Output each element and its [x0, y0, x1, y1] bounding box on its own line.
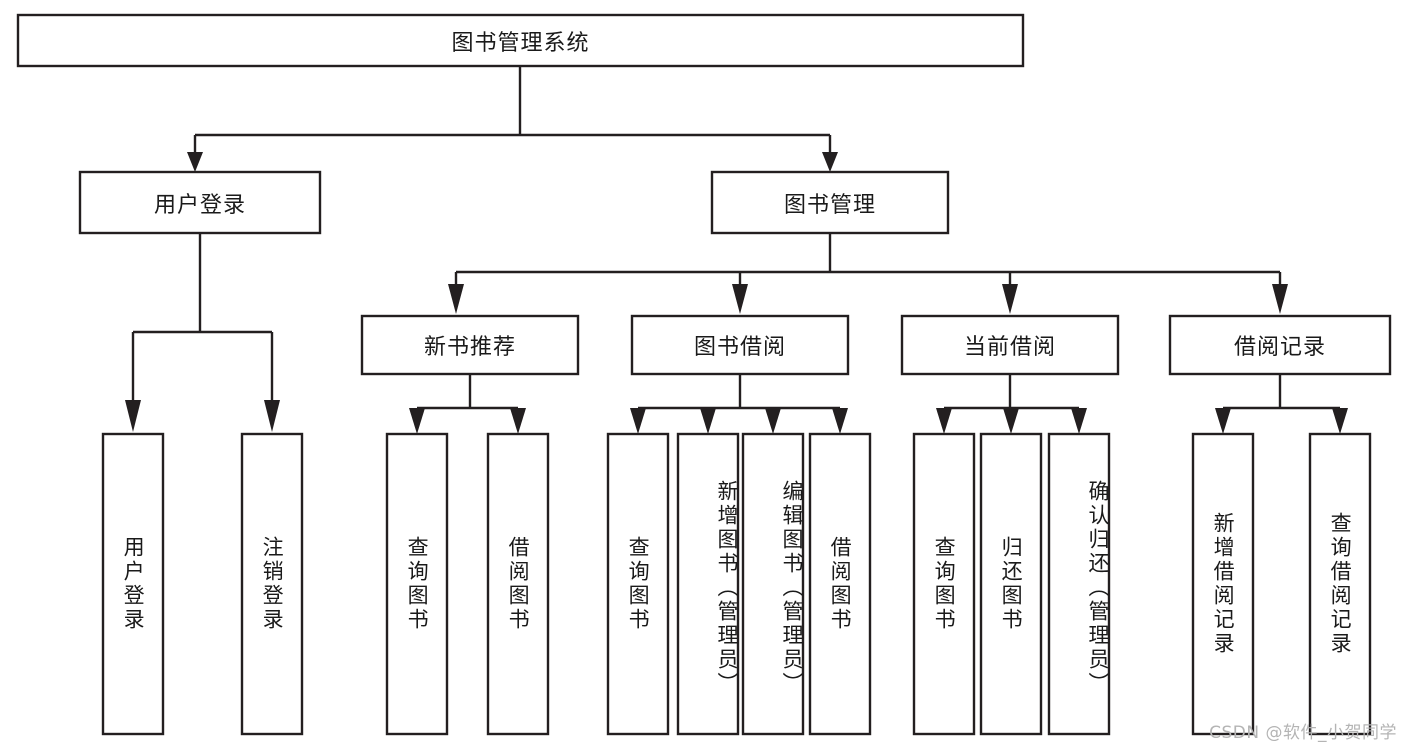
- arrowhead-leaf-query-book-3: [936, 408, 952, 434]
- node-borrow-record-box[interactable]: [1168, 314, 1392, 376]
- leaf-add-book-box[interactable]: [676, 432, 740, 736]
- arrowhead-leaf-query-record: [1332, 408, 1348, 434]
- node-book-borrow-box[interactable]: [630, 314, 850, 376]
- leaf-return-book-box[interactable]: [979, 432, 1043, 736]
- arrowhead-leaf-add-record: [1215, 408, 1231, 434]
- node-user-login-box[interactable]: [78, 170, 322, 235]
- arrowhead-leaf-borrow-book-2: [832, 408, 848, 434]
- node-new-book-recommend-box[interactable]: [360, 314, 580, 376]
- node-book-manage-box[interactable]: [710, 170, 950, 235]
- leaf-query-book-1-box[interactable]: [385, 432, 449, 736]
- arrowhead-book-manage: [822, 152, 838, 172]
- arrowhead-new-book-recommend: [448, 284, 464, 314]
- leaf-query-book-2-box[interactable]: [606, 432, 670, 736]
- node-boxes: [16, 13, 1392, 736]
- arrowhead-leaf-query-book-1: [409, 408, 425, 434]
- csdn-watermark: CSDN @软件_小贺同学: [1209, 723, 1397, 743]
- leaf-borrow-book-2-box[interactable]: [808, 432, 872, 736]
- arrowhead-leaf-query-book-2: [630, 408, 646, 434]
- arrowhead-leaf-edit-book: [765, 408, 781, 434]
- leaf-user-login-box[interactable]: [101, 432, 165, 736]
- node-root-box[interactable]: [16, 13, 1025, 68]
- arrowhead-borrow-record: [1272, 284, 1288, 314]
- arrowhead-leaf-logout-login: [264, 400, 280, 432]
- leaf-borrow-book-1-box[interactable]: [486, 432, 550, 736]
- connectors: [125, 66, 1348, 434]
- leaf-query-record-box[interactable]: [1308, 432, 1372, 736]
- arrowhead-leaf-borrow-book-1: [510, 408, 526, 434]
- arrowhead-leaf-add-book: [700, 408, 716, 434]
- arrowhead-leaf-return-book: [1003, 408, 1019, 434]
- leaf-logout-login-box[interactable]: [240, 432, 304, 736]
- arrowhead-book-borrow: [732, 284, 748, 314]
- leaf-edit-book-box[interactable]: [741, 432, 805, 736]
- node-current-borrow-box[interactable]: [900, 314, 1120, 376]
- leaf-add-record-box[interactable]: [1191, 432, 1255, 736]
- arrowhead-current-borrow: [1002, 284, 1018, 314]
- arrowhead-leaf-user-login: [125, 400, 141, 432]
- arrowhead-user-login: [187, 152, 203, 172]
- leaf-query-book-3-box[interactable]: [912, 432, 976, 736]
- arrowhead-leaf-confirm-return: [1071, 408, 1087, 434]
- leaf-confirm-return-box[interactable]: [1047, 432, 1111, 736]
